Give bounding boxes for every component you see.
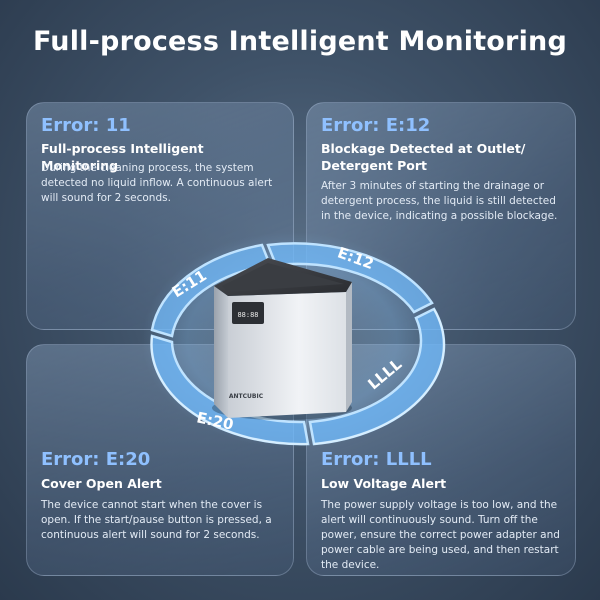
error-card-e12: Error: E:12 Blockage Detected at Outlet/… <box>306 102 576 330</box>
error-card-llll: Error: LLLL Low Voltage Alert The power … <box>306 344 576 576</box>
error-description: During the cleaning process, the system … <box>41 162 273 204</box>
error-title: Full-process Intelligent Monitoring <box>41 141 204 173</box>
error-title: Cover Open Alert <box>41 476 162 491</box>
page-title: Full-process Intelligent Monitoring <box>33 26 567 57</box>
error-card-e20: Error: E:20 Cover Open Alert The device … <box>26 344 294 576</box>
error-code: Error: LLLL <box>321 449 432 470</box>
error-code: Error: E:20 <box>41 449 151 470</box>
error-description: The power supply voltage is too low, and… <box>321 499 560 571</box>
error-description: After 3 minutes of starting the drainage… <box>321 180 558 222</box>
error-card-e11: Error: 11 Full-process Intelligent Monit… <box>26 102 294 330</box>
error-code: Error: E:12 <box>321 115 431 136</box>
error-description: The device cannot start when the cover i… <box>41 499 272 541</box>
error-title: Low Voltage Alert <box>321 476 447 491</box>
error-title: Blockage Detected at Outlet/ Detergent P… <box>321 141 526 173</box>
error-code: Error: 11 <box>41 115 131 136</box>
